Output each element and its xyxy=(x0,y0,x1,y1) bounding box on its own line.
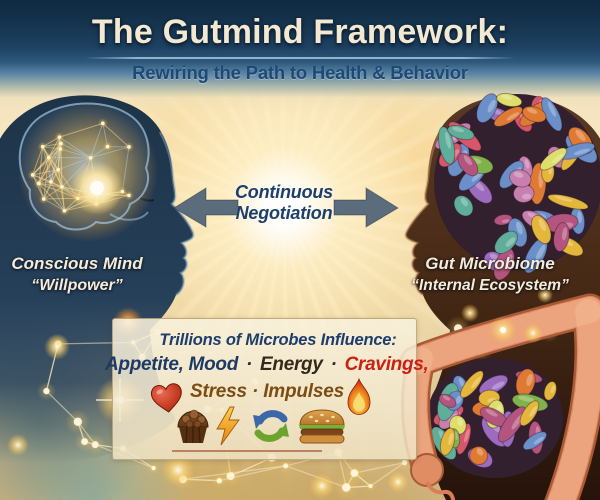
conscious-mind-label: Conscious Mind “Willpower” xyxy=(2,253,152,297)
separator-dot: · xyxy=(246,354,253,375)
influence-items-line: Appetite, Mood · Energy · Cravings, xyxy=(105,354,429,376)
header-band xyxy=(0,0,600,112)
left-arrow-icon xyxy=(173,187,239,228)
negotiation-line1: Continuous xyxy=(235,182,333,202)
glowing-brain-illustration xyxy=(18,102,158,242)
internal-ecosystem-subtitle: “Internal Ecosystem” xyxy=(411,277,569,294)
panel-rule xyxy=(172,450,322,452)
negotiation-arrows xyxy=(173,187,399,228)
gut-microbiome-label: Gut Microbiome “Internal Ecosystem” xyxy=(398,253,582,297)
subtitle: Rewiring the Path to Health & Behavior xyxy=(132,62,468,83)
gut-microbiome-title: Gut Microbiome xyxy=(425,254,555,273)
separator-dot: · xyxy=(330,354,337,375)
negotiation-line2: Negotiation xyxy=(235,203,333,223)
gut-microbes xyxy=(430,368,557,469)
skull-microbes xyxy=(434,92,598,281)
energy-text: Energy xyxy=(260,354,323,375)
appetite-mood-text: Appetite, Mood xyxy=(105,354,239,375)
stress-impulses-text: Stress · Impulses xyxy=(190,381,344,402)
cravings-text: Cravings, xyxy=(344,354,429,375)
negotiation-label: Continuous Negotiation xyxy=(214,182,354,224)
title-divider xyxy=(85,57,515,59)
right-arrow-icon xyxy=(333,187,399,228)
influence-heading: Trillions of Microbes Influence: xyxy=(159,331,397,349)
main-title: The Gutmind Framework: xyxy=(91,13,509,51)
conscious-mind-title: Conscious Mind xyxy=(11,254,143,273)
willpower-subtitle: “Willpower” xyxy=(31,277,123,294)
